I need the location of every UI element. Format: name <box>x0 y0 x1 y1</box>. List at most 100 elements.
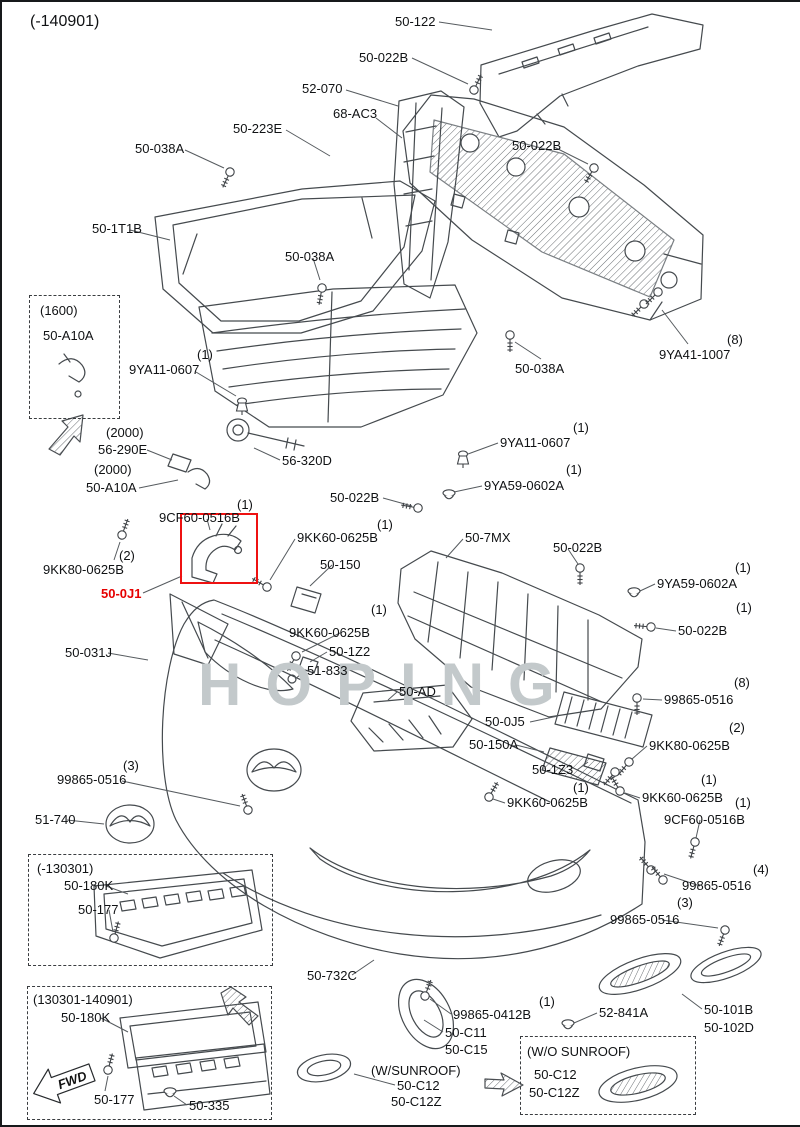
part-label[interactable]: 50-7MX <box>465 530 511 545</box>
part-label[interactable]: 50-022B <box>512 138 562 153</box>
qty-label: (1) <box>736 600 752 615</box>
part-label[interactable]: 9KK80-0625B <box>649 738 730 753</box>
part-label[interactable]: 50-122 <box>395 14 436 29</box>
page-code: (-140901) <box>30 13 100 30</box>
part-label[interactable]: 9KK60-0625B <box>642 790 723 805</box>
part-label[interactable]: 50-150A <box>469 737 519 752</box>
radiator-lower-support-art <box>397 550 643 718</box>
mazda-emblem-icon <box>105 748 302 844</box>
part-label[interactable]: 50-1Z2 <box>329 644 371 659</box>
small-bracket-art <box>58 353 322 684</box>
caption-label: (-130301) <box>37 861 94 876</box>
qty-label: (2) <box>119 548 135 563</box>
part-label[interactable]: 99865-0516 <box>664 692 734 707</box>
qty-label: (8) <box>734 675 750 690</box>
caption-label: (2000) <box>94 462 132 477</box>
part-label[interactable]: 50-732C <box>307 968 357 983</box>
part-label[interactable]: 50-022B <box>359 50 409 65</box>
part-label[interactable]: 99865-0516 <box>610 912 680 927</box>
caption-label: (W/O SUNROOF) <box>527 1044 631 1059</box>
part-label[interactable]: 50-150 <box>320 557 361 572</box>
qty-label: (3) <box>677 895 693 910</box>
qty-label: (1) <box>701 772 717 787</box>
part-label[interactable]: 9YA11-0607 <box>129 362 200 377</box>
part-label[interactable]: 9CF60-0516B <box>159 510 240 525</box>
grille-frame-art <box>154 180 436 334</box>
part-label[interactable]: 9YA41-1007 <box>659 347 731 362</box>
part-label[interactable]: 50-335 <box>189 1098 230 1113</box>
caption-label: (2000) <box>106 425 144 440</box>
selected-part-label[interactable]: 50-0J1 <box>101 586 142 601</box>
caption-label: (W/SUNROOF) <box>371 1063 461 1078</box>
qty-label: (1) <box>735 795 751 810</box>
part-label[interactable]: 50-031J <box>65 645 112 660</box>
part-label[interactable]: 50-038A <box>515 361 565 376</box>
qty-label: (1) <box>237 497 253 512</box>
part-label[interactable]: 9KK80-0625B <box>43 562 124 577</box>
qty-label: (4) <box>753 862 769 877</box>
part-label[interactable]: 51-833 <box>307 663 348 678</box>
qty-label: (1) <box>573 420 589 435</box>
part-label[interactable]: 50-022B <box>678 623 728 638</box>
part-label[interactable]: 50-C12 <box>397 1078 440 1093</box>
fog-lamp-bezel-art <box>296 946 762 1103</box>
qty-label: (1) <box>566 462 582 477</box>
part-label[interactable]: 52-070 <box>302 81 343 96</box>
part-label[interactable]: 51-740 <box>35 812 76 827</box>
part-label[interactable]: 50-AD <box>399 684 436 699</box>
variant-box-130301 <box>28 854 273 966</box>
bumper-cover-art <box>161 593 646 960</box>
part-label[interactable]: 50-C15 <box>445 1042 488 1057</box>
part-label[interactable]: 9YA59-0602A <box>657 576 737 591</box>
part-label[interactable]: 99865-0412B <box>453 1007 532 1022</box>
leader-lines <box>66 21 719 1106</box>
part-label[interactable]: 9YA11-0607 <box>500 435 571 450</box>
part-label[interactable]: 50-C11 <box>445 1025 487 1040</box>
part-label[interactable]: 9CF60-0516B <box>664 812 745 827</box>
under-cover-art <box>350 684 473 752</box>
direction-arrows <box>48 414 524 1097</box>
part-label[interactable]: 56-290E <box>98 442 148 457</box>
variant-box-130301-140901 <box>27 986 272 1120</box>
part-label[interactable]: 50-022B <box>553 540 603 555</box>
grille-art <box>198 284 478 428</box>
part-label[interactable]: 50-177 <box>78 902 119 917</box>
part-label[interactable]: 99865-0516 <box>57 772 127 787</box>
shutter-panel-art <box>479 13 704 138</box>
part-label[interactable]: 50-A10A <box>86 480 137 495</box>
bumper-reinforcement-art <box>402 94 704 321</box>
part-label[interactable]: 52-841A <box>599 1005 649 1020</box>
part-label[interactable]: 50-177 <box>94 1092 135 1107</box>
part-label[interactable]: 50-1Z3 <box>532 762 574 777</box>
part-label[interactable]: 50-1T1B <box>92 221 142 236</box>
part-label[interactable]: 56-320D <box>282 453 332 468</box>
part-label[interactable]: 50-101B <box>704 1002 754 1017</box>
shield-panel-art <box>393 90 465 299</box>
part-label[interactable]: 50-038A <box>285 249 335 264</box>
part-label[interactable]: 9KK60-0625B <box>289 625 370 640</box>
part-label[interactable]: 50-0J5 <box>485 714 525 729</box>
part-label[interactable]: 50-C12Z <box>529 1085 580 1100</box>
part-label[interactable]: 50-180K <box>61 1010 111 1025</box>
part-label[interactable]: 50-038A <box>135 141 185 156</box>
qty-label: (1) <box>539 994 555 1009</box>
part-label[interactable]: 50-022B <box>330 490 380 505</box>
qty-label: (2) <box>729 720 745 735</box>
qty-label: (1) <box>197 347 213 362</box>
part-label[interactable]: 99865-0516 <box>682 878 752 893</box>
part-label[interactable]: 9YA59-0602A <box>484 478 564 493</box>
part-label[interactable]: 50-C12Z <box>391 1094 442 1109</box>
part-label[interactable]: 50-180K <box>64 878 114 893</box>
part-label[interactable]: 68-AC3 <box>333 106 378 121</box>
part-label[interactable]: 50-C12 <box>534 1067 577 1082</box>
part-label[interactable]: 9KK60-0625B <box>297 530 378 545</box>
variant-box-1600 <box>29 295 120 419</box>
highlight-box <box>180 513 258 584</box>
part-label[interactable]: 50-A10A <box>43 328 94 343</box>
part-label[interactable]: 9KK60-0625B <box>507 795 588 810</box>
part-label[interactable]: 50-223E <box>233 121 283 136</box>
part-label[interactable]: 50-102D <box>704 1020 754 1035</box>
variant-box-wo-sunroof <box>520 1036 696 1115</box>
